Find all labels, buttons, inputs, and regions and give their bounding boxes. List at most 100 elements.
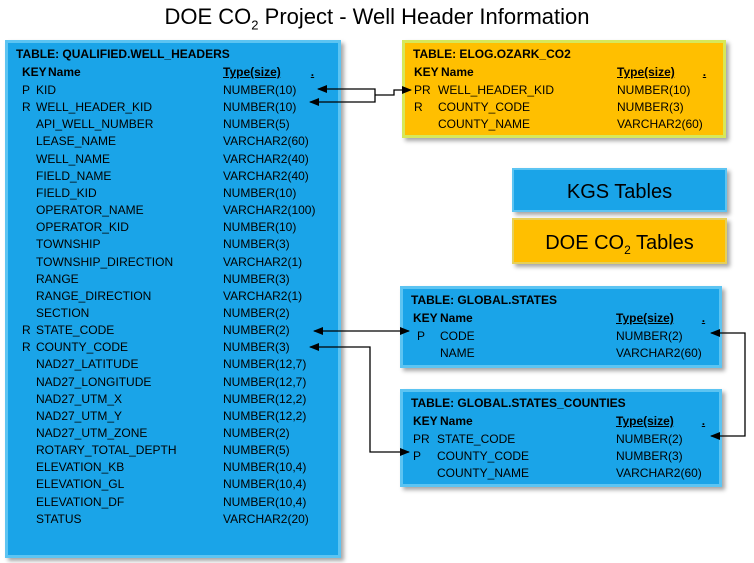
column-type-cell: VARCHAR2(20) (223, 511, 309, 526)
column-key-header: KEY (413, 414, 438, 428)
table-row: PR STATE_CODE NUMBER(2) (403, 431, 719, 448)
column-type-cell: VARCHAR2(60) (616, 346, 702, 361)
table-name: TABLE: QUALIFIED.WELL_HEADERS (16, 47, 230, 61)
column-type-cell: VARCHAR2(1) (223, 254, 303, 269)
column-name-cell: TOWNSHIP_DIRECTION (36, 254, 174, 269)
column-name-cell: STATE_CODE (437, 432, 516, 446)
column-name-cell: OPERATOR_NAME (36, 203, 144, 218)
table-row: TOWNSHIP_DIRECTION VARCHAR2(1) (8, 254, 338, 271)
column-name-cell: WELL_HEADER_KID (36, 100, 153, 115)
table-name: TABLE: GLOBAL.STATES_COUNTIES (411, 396, 626, 410)
column-name-cell: NAME (440, 346, 475, 361)
column-name-cell: COUNTY_NAME (438, 117, 531, 132)
column-name-cell: NAD27_UTM_X (36, 391, 123, 406)
column-name-header: Name (440, 311, 473, 325)
column-type-cell: VARCHAR2(40) (223, 151, 309, 166)
table-row: ELEVATION_DF NUMBER(10,4) (8, 494, 338, 511)
column-type-cell: NUMBER(10) (223, 185, 297, 200)
connector-county-code (309, 343, 410, 456)
table-row: P COUNTY_CODE NUMBER(3) (403, 448, 719, 465)
column-type-cell: NUMBER(10,4) (223, 494, 307, 509)
column-type-cell: NUMBER(3) (616, 449, 683, 464)
column-name-cell: CODE (440, 329, 475, 343)
column-type-cell: NUMBER(12,7) (223, 374, 307, 389)
column-type-cell: NUMBER(2) (616, 432, 683, 446)
column-name-cell: NAD27_UTM_Y (36, 408, 123, 423)
column-type-cell: NUMBER(3) (223, 340, 290, 355)
column-name-cell: TOWNSHIP (36, 237, 101, 252)
column-name-cell: STATUS (36, 511, 82, 526)
column-type-cell: NUMBER(10,4) (223, 460, 307, 475)
column-type-header: Type(size). (616, 414, 706, 428)
column-name-cell: SECTION (36, 305, 90, 320)
legend-kgs-tables: KGS Tables (512, 168, 727, 212)
column-name-cell: NAD27_LATITUDE (36, 357, 139, 372)
column-type-cell: NUMBER(5) (223, 443, 290, 458)
column-name-cell: ELEVATION_GL (36, 477, 125, 492)
column-name-cell: OPERATOR_KID (36, 220, 129, 235)
column-name-cell: ELEVATION_KB (36, 460, 125, 475)
column-name-cell: COUNTY_NAME (437, 466, 530, 481)
column-name-cell: API_WELL_NUMBER (36, 117, 154, 132)
column-name-cell: RANGE_DIRECTION (36, 288, 152, 303)
column-name-cell: COUNTY_CODE (437, 449, 530, 464)
column-type-cell: NUMBER(10,4) (223, 477, 307, 492)
column-type-cell: NUMBER(10) (223, 83, 297, 97)
column-type-header: Type(size). (223, 65, 315, 79)
table-row: NAME VARCHAR2(60) (403, 345, 719, 362)
column-type-cell: NUMBER(2) (223, 305, 290, 320)
column-name-cell: NAD27_LONGITUDE (36, 374, 152, 389)
column-name-cell: STATE_CODE (36, 323, 115, 338)
column-type-cell: NUMBER(5) (223, 117, 290, 132)
table-row: ELEVATION_KB NUMBER(10,4) (8, 459, 338, 476)
column-type-cell: NUMBER(10) (617, 83, 691, 97)
key-cell: P (413, 449, 422, 464)
table-name: TABLE: GLOBAL.STATES (411, 293, 557, 307)
column-name-cell: COUNTY_CODE (438, 100, 531, 115)
column-type-cell: NUMBER(12,2) (223, 408, 307, 423)
table-row: OPERATOR_NAME VARCHAR2(100) (8, 202, 338, 219)
legend-doe-tables: DOE CO2 Tables (512, 218, 727, 264)
column-type-cell: VARCHAR2(1) (223, 288, 303, 303)
column-name-cell: WELL_NAME (36, 151, 111, 166)
column-type-cell: NUMBER(3) (617, 100, 684, 115)
column-key-header: KEY (413, 311, 438, 325)
column-name-header: Name (48, 65, 81, 79)
key-cell: PR (413, 432, 430, 446)
table-name: TABLE: ELOG.OZARK_CO2 (413, 47, 571, 61)
column-name-cell: ELEVATION_DF (36, 494, 125, 509)
column-name-cell: WELL_HEADER_KID (438, 83, 555, 97)
connector-kid-ozark (309, 85, 412, 106)
column-type-cell: VARCHAR2(60) (616, 466, 702, 481)
column-name-cell: COUNTY_CODE (36, 340, 129, 355)
column-name-cell: FIELD_NAME (36, 168, 112, 183)
table-well-headers: TABLE: QUALIFIED.WELL_HEADERS KEY Name T… (5, 40, 341, 558)
table-row: ELEVATION_GL NUMBER(10,4) (8, 476, 338, 493)
key-cell: P (417, 329, 426, 343)
table-row: NAD27_UTM_Y NUMBER(12,2) (8, 408, 338, 425)
table-row: WELL_NAME VARCHAR2(40) (8, 151, 338, 168)
table-row: COUNTY_NAME VARCHAR2(60) (403, 465, 719, 482)
column-name-header: Name (441, 65, 474, 79)
connector-states-counties (710, 329, 746, 440)
column-name-header: Name (440, 414, 473, 428)
column-key-header: KEY (22, 65, 47, 79)
column-type-cell: VARCHAR2(100) (223, 203, 316, 218)
key-cell: R (22, 100, 31, 115)
